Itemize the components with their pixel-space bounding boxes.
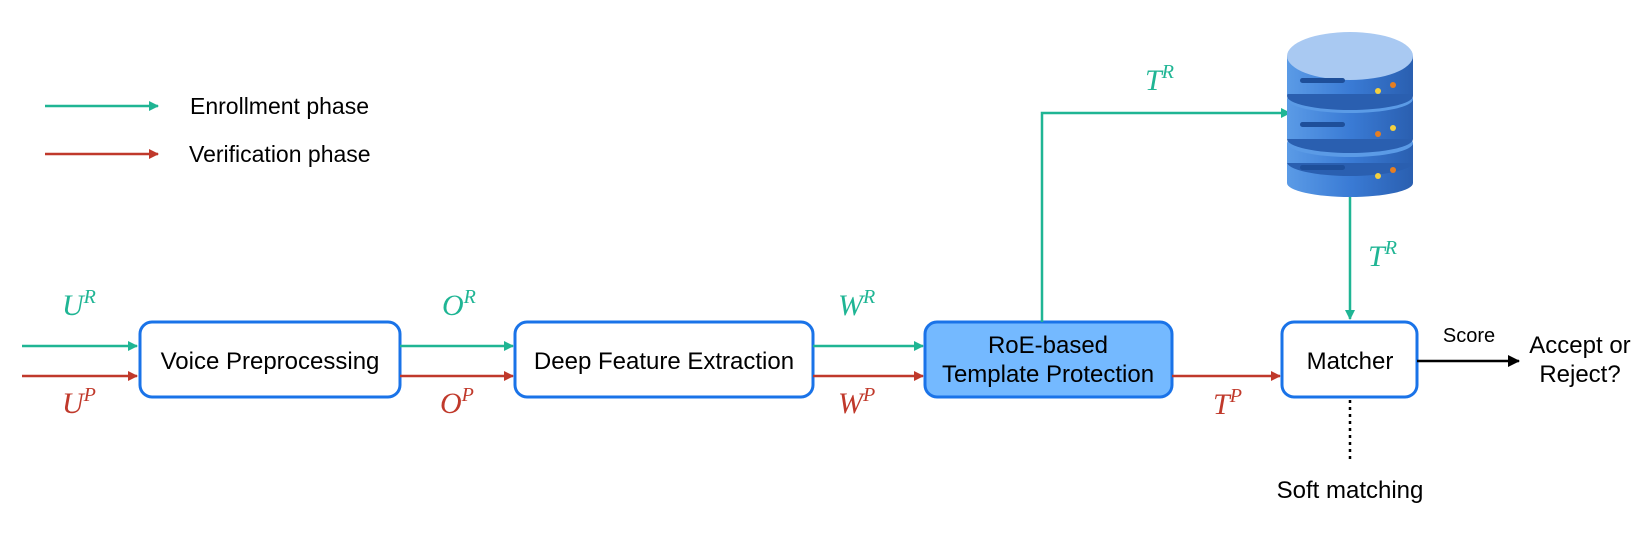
deep-feature-extraction-box: Deep Feature Extraction xyxy=(513,320,815,399)
verification-legend-label: Verification phase xyxy=(189,141,371,167)
o-r-label: OR xyxy=(442,286,476,322)
score-label: Score xyxy=(1443,325,1495,347)
u-r-label: UR xyxy=(62,286,96,322)
matcher-box: Matcher xyxy=(1280,320,1419,399)
template-protection-box: RoE-based Template Protection xyxy=(923,320,1174,399)
t-r-side-label: TR xyxy=(1368,237,1397,273)
deep-feature-extraction-label: Deep Feature Extraction xyxy=(534,348,794,375)
decision-label-line1: Accept or xyxy=(1529,332,1630,359)
soft-matching-label: Soft matching xyxy=(1277,477,1424,504)
template-protection-label-line1: RoE-based xyxy=(988,332,1108,359)
voice-preprocessing-label: Voice Preprocessing xyxy=(161,348,380,375)
legend: Enrollment phase Verification phase xyxy=(45,93,371,167)
voice-preprocessing-box: Voice Preprocessing xyxy=(138,320,402,399)
w-r-label: WR xyxy=(838,286,875,322)
enrollment-legend-label: Enrollment phase xyxy=(190,93,369,119)
template-protection-label-line2: Template Protection xyxy=(942,361,1154,388)
matcher-label: Matcher xyxy=(1307,348,1394,375)
u-p-label: UP xyxy=(62,384,96,420)
database-icon xyxy=(1287,32,1413,197)
template-to-database-arrow xyxy=(1040,108,1291,322)
decision-label-line2: Reject? xyxy=(1539,361,1620,388)
w-p-label: WP xyxy=(838,384,875,420)
t-p-label: TP xyxy=(1213,385,1242,421)
t-r-top-label: TR xyxy=(1145,61,1174,97)
o-p-label: OP xyxy=(440,384,474,420)
